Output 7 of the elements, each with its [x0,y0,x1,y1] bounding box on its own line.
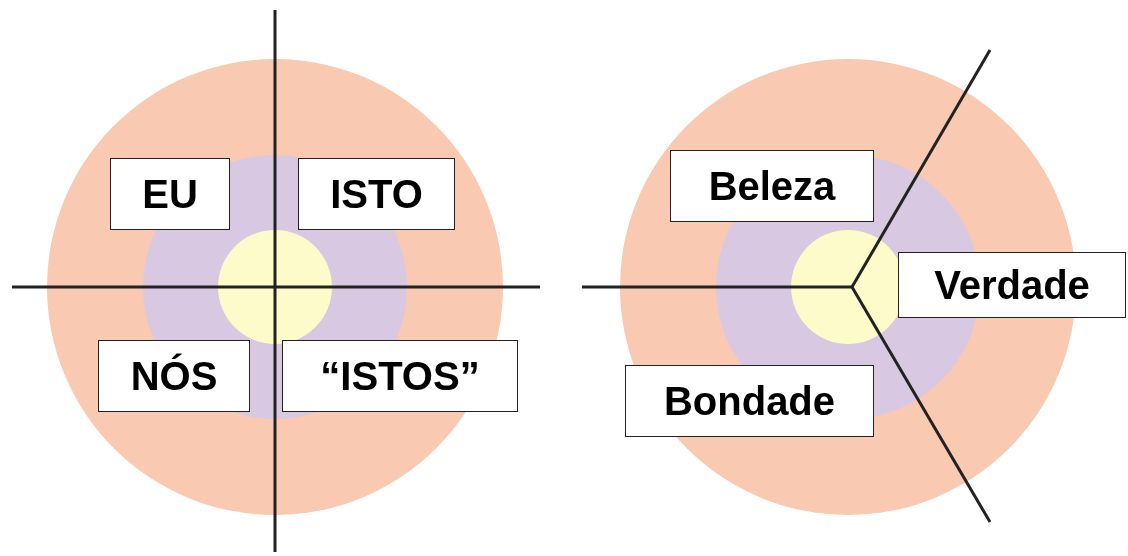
label-box: ISTO [298,158,455,230]
label-box: Beleza [670,150,874,222]
label-box: Bondade [625,365,874,437]
label-box: Verdade [898,252,1126,318]
label-box: “ISTOS” [282,340,518,412]
label-box: EU [110,158,230,230]
label-box: NÓS [98,340,250,412]
